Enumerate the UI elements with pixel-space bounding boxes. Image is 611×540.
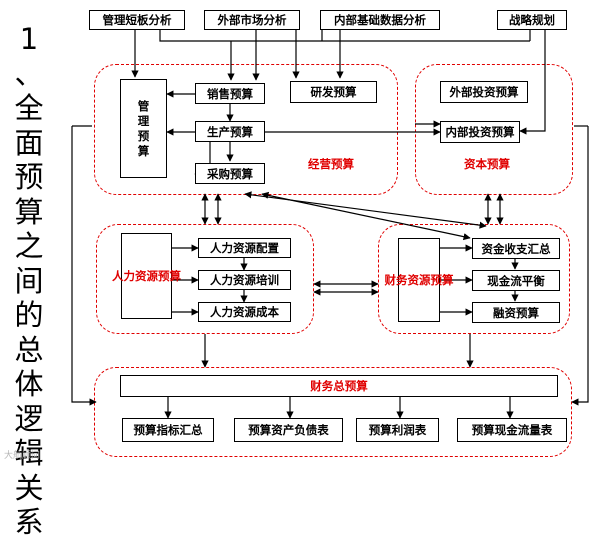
hr-budget-label-box: 人 力 资 源 预 算 [112, 233, 181, 319]
title-char: 间 [14, 263, 44, 298]
watermark: 大航顾问 [4, 451, 41, 461]
title-char: 体 [14, 367, 44, 401]
external-investment-box: 外部投资预算 [440, 81, 528, 103]
management-budget-box: 管 理 预 算 [120, 79, 167, 178]
internal-investment-box: 内部投资预算 [440, 121, 520, 143]
mgmt-char: 预 [137, 128, 150, 143]
hr-cost-box: 人力资源成本 [198, 302, 291, 322]
title-char: 辑 [14, 436, 44, 470]
hr-config-box: 人力资源配置 [198, 238, 291, 258]
market-analysis-box: 外部市场分析 [204, 10, 300, 30]
fin-label-char: 财 [384, 272, 397, 287]
financing-budget-box: 融资预算 [472, 302, 560, 323]
total-item-indicators: 预算指标汇总 [122, 418, 214, 442]
fin-label-char: 源 [419, 272, 431, 287]
fin-label-char: 资 [407, 272, 420, 287]
mgmt-char: 管 [137, 98, 150, 113]
title-char: 全 [14, 91, 44, 125]
capital-budget-group [415, 64, 573, 195]
title-char: 逻 [14, 401, 44, 436]
mgmt-char: 算 [137, 143, 150, 158]
cash-balance-box: 现金流平衡 [472, 270, 560, 291]
operating-budget-label: 经营预算 [308, 157, 354, 171]
mgmt-char: 理 [137, 113, 150, 128]
title-char: 总 [14, 332, 44, 367]
cash-summary-box: 资金收支汇总 [472, 238, 560, 259]
title-char: 预 [14, 160, 44, 194]
fin-label-char: 务 [396, 272, 408, 287]
hr-label-char: 人 [112, 268, 124, 283]
rnd-budget-box: 研发预算 [290, 81, 377, 103]
fin-label-char: 预 [430, 272, 443, 287]
short-board-analysis-box: 管理短板分析 [89, 10, 185, 30]
hr-label-char: 算 [169, 268, 182, 283]
total-item-cashflow-statement: 预算现金流量表 [457, 418, 567, 442]
hr-label-char: 源 [146, 268, 159, 283]
total-item-income-statement: 预算利润表 [356, 418, 439, 442]
title-char: 1 [19, 22, 39, 56]
connector-arrows [71, 30, 589, 419]
financial-total-box: 财务总预算 [120, 375, 558, 397]
capital-budget-label: 资本预算 [464, 157, 510, 171]
hr-label-char: 资 [135, 268, 147, 283]
procurement-budget-box: 采购预算 [195, 163, 265, 184]
finance-resource-label-box: 财 务 资 源 预 算 [385, 238, 454, 322]
title-char: 的 [14, 298, 44, 332]
title-char: 、 [14, 56, 44, 91]
hr-training-box: 人力资源培训 [198, 270, 291, 290]
sales-budget-box: 销售预算 [195, 83, 265, 104]
total-item-balance-sheet: 预算资产负债表 [234, 418, 343, 442]
title-char: 算 [14, 194, 44, 229]
financial-total-group [94, 367, 572, 457]
title-char: 关 [14, 470, 44, 505]
hr-label-char: 预 [158, 268, 170, 283]
internal-data-analysis-box: 内部基础数据分析 [320, 10, 440, 30]
financial-total-label: 财务总预算 [310, 379, 368, 393]
title-char: 系 [14, 505, 44, 539]
fin-label-char: 算 [442, 272, 454, 287]
strategy-planning-box: 战略规划 [497, 10, 567, 30]
title-char: 之 [14, 229, 44, 263]
title-char: 面 [14, 125, 44, 160]
production-budget-box: 生产预算 [195, 121, 265, 142]
hr-label-char: 力 [123, 268, 136, 283]
